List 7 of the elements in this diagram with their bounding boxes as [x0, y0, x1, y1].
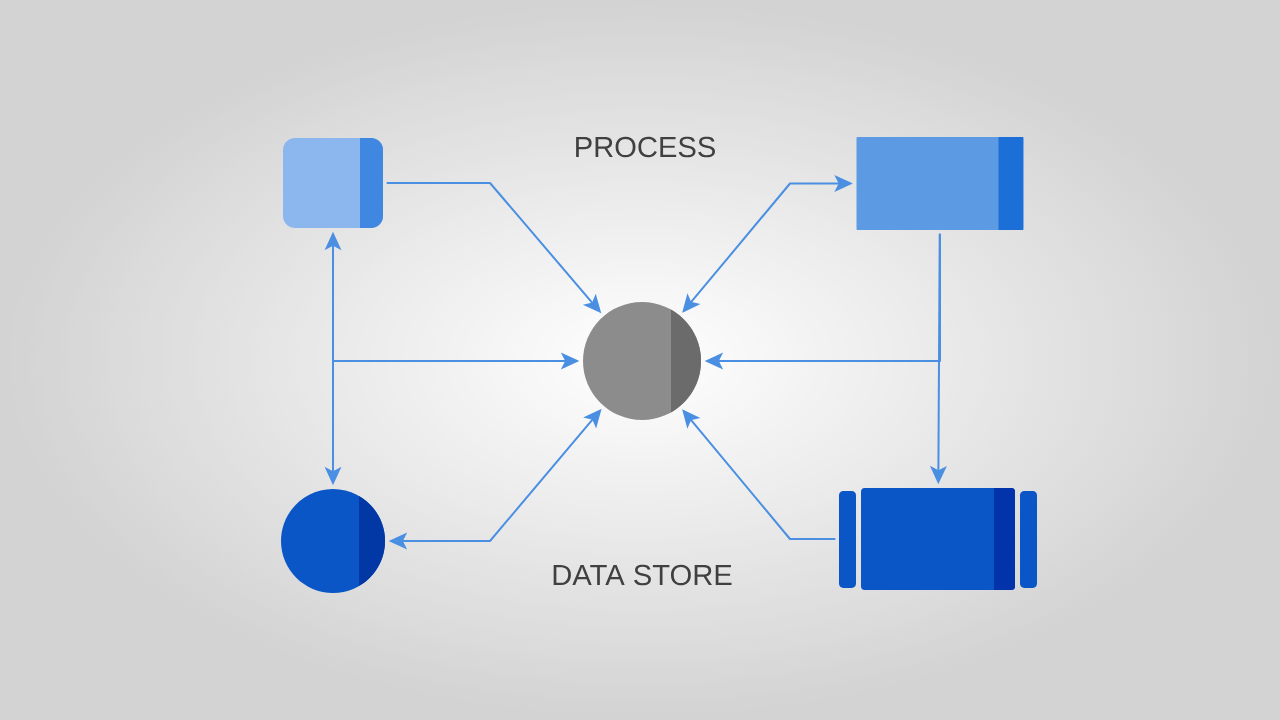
rounded-box	[283, 138, 383, 228]
rectangle-box	[856, 137, 1024, 230]
text-label: DATA STORE	[553, 564, 732, 586]
circle-node	[281, 489, 385, 593]
text-label: PROCESS	[576, 136, 715, 158]
data-store-drawing	[839, 488, 1037, 590]
circle-node	[583, 302, 701, 420]
